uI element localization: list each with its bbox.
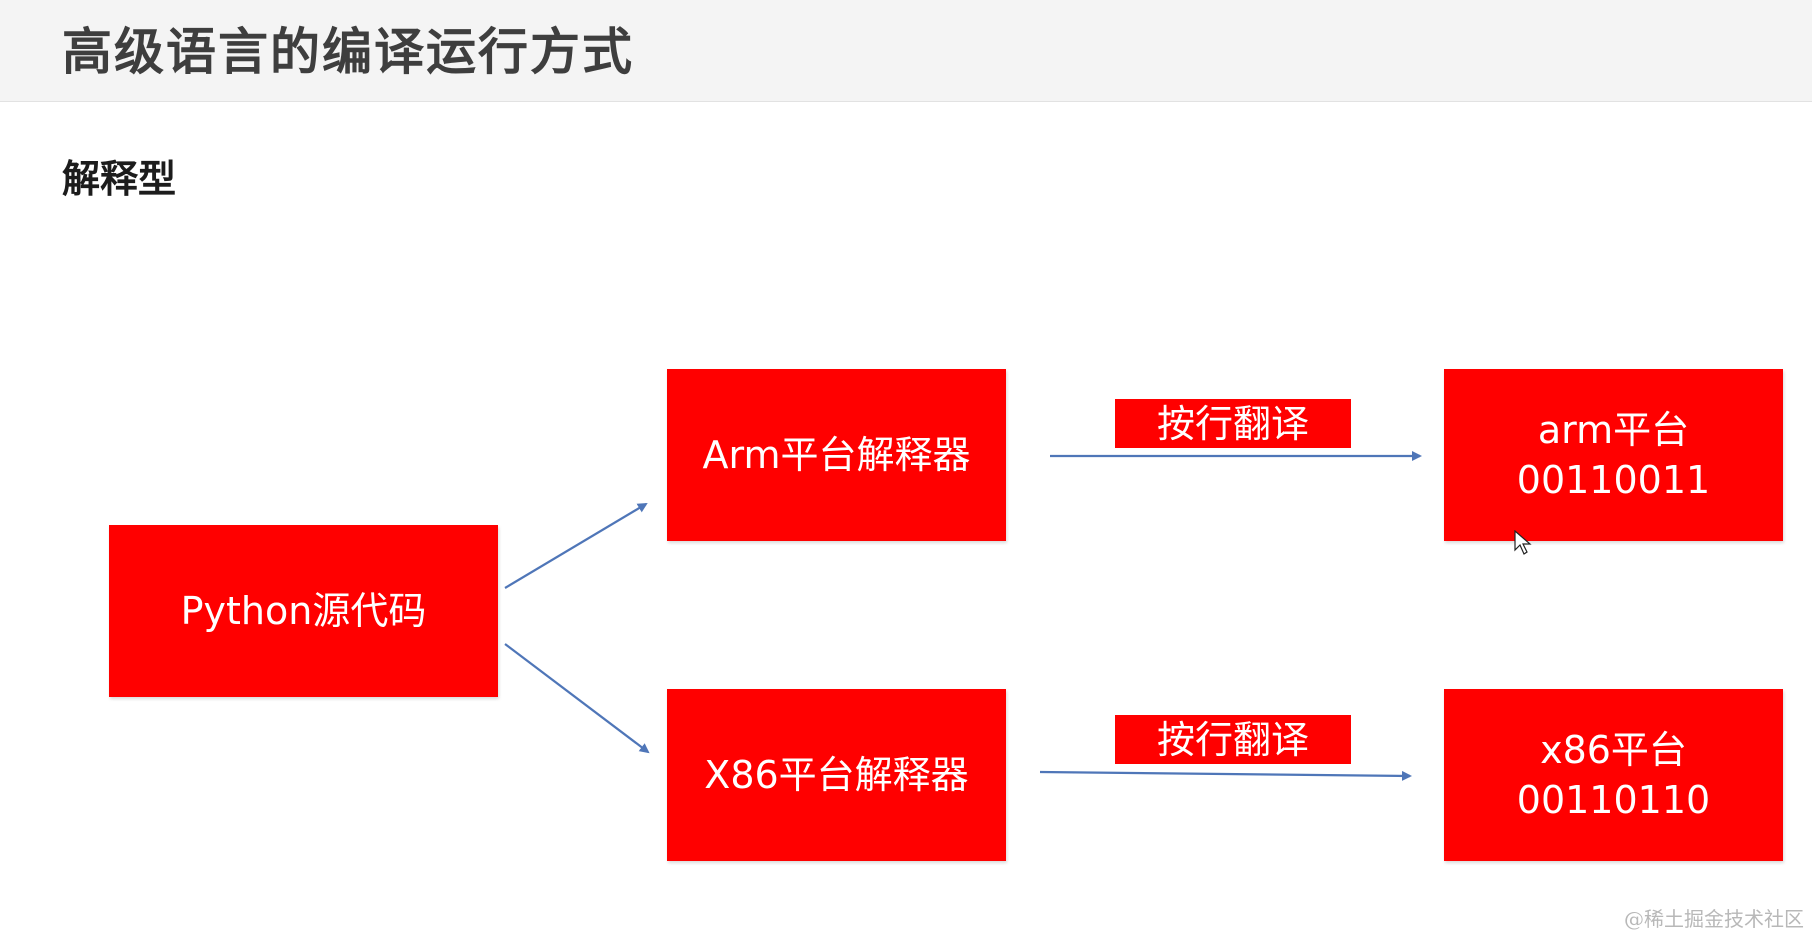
python-source-label: Python源代码 xyxy=(180,589,427,633)
x86-interpreter-box: X86平台解释器 xyxy=(667,689,1006,861)
page-title: 高级语言的编译运行方式 xyxy=(62,23,634,81)
arm-interpreter-label: Arm平台解释器 xyxy=(702,433,971,477)
x86-platform-code: 00110110 xyxy=(1516,778,1711,822)
arm-interpreter-box: Arm平台解释器 xyxy=(667,369,1006,541)
python-source-box: Python源代码 xyxy=(109,525,498,697)
x86-interpreter-label: X86平台解释器 xyxy=(704,753,969,797)
section-title: 解释型 xyxy=(62,157,177,201)
arm-platform-name: arm平台 xyxy=(1537,408,1690,452)
arrow-source-to-x86 xyxy=(504,643,650,754)
arrow-source-to-arm xyxy=(504,502,648,589)
edge-label-arm-text: 按行翻译 xyxy=(1156,401,1309,446)
edge-label-x86-text: 按行翻译 xyxy=(1156,717,1309,762)
watermark: @稀土掘金技术社区 xyxy=(1624,907,1804,931)
arm-platform-code: 00110011 xyxy=(1516,458,1711,502)
header-bar: 高级语言的编译运行方式 xyxy=(0,0,1812,102)
arrow-x86-to-target xyxy=(1039,770,1412,781)
edge-label-x86: 按行翻译 xyxy=(1115,715,1351,764)
x86-platform-name: x86平台 xyxy=(1540,728,1687,772)
mouse-cursor-icon xyxy=(1514,530,1532,555)
edge-label-arm: 按行翻译 xyxy=(1115,399,1351,448)
x86-platform-box: x86平台 00110110 xyxy=(1444,689,1783,861)
arm-platform-box: arm平台 00110011 xyxy=(1444,369,1783,541)
